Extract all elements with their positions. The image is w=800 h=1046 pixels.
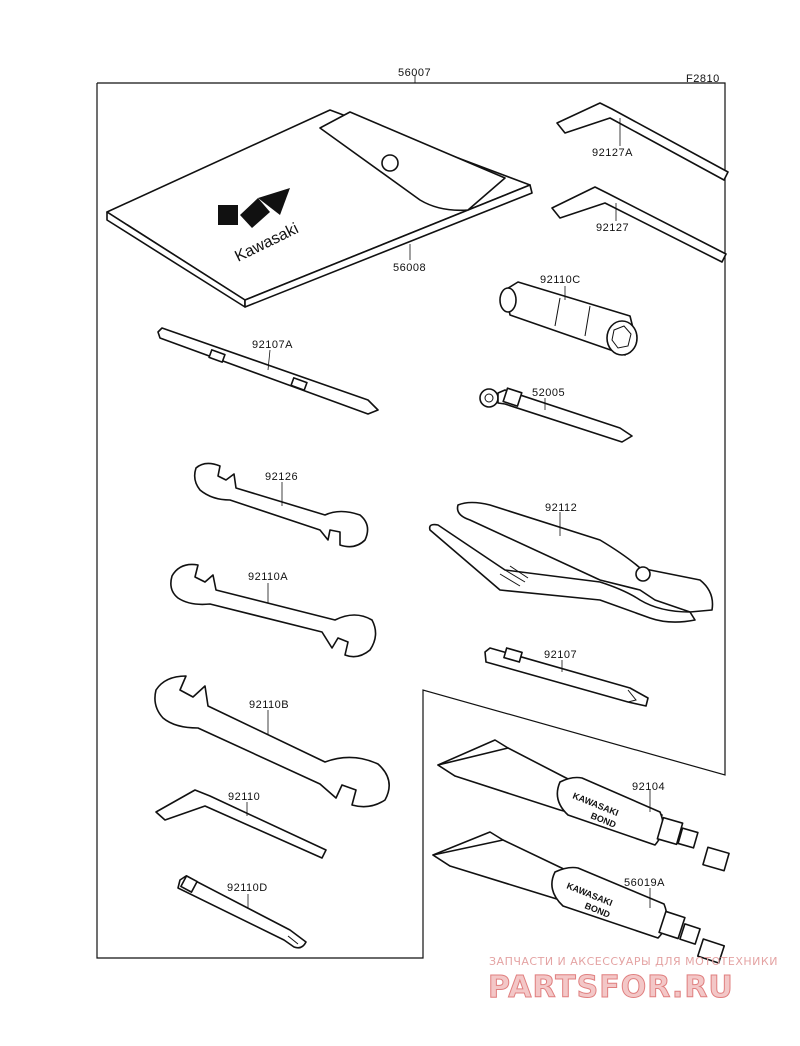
label-92110: 92110 [228, 791, 260, 803]
hex-key-92127 [551, 186, 727, 263]
label-92112: 92112 [545, 502, 577, 514]
label-56008: 56008 [393, 262, 426, 274]
bond-tube-92104: KAWASAKI BOND [437, 739, 730, 872]
watermark-logo: PARTSFOR.RU [488, 970, 734, 1005]
tool-pouch: Kawasaki [106, 109, 533, 308]
screwdriver-handle-52005 [479, 387, 633, 443]
label-92107: 92107 [544, 649, 577, 661]
wrench-92110B [154, 675, 390, 808]
label-92126: 92126 [265, 471, 298, 483]
bond-tube-56019A: KAWASAKI BOND [432, 831, 726, 964]
label-52005: 52005 [532, 387, 565, 399]
label-92107A: 92107A [252, 339, 293, 351]
figure-code: F2810 [686, 73, 720, 85]
wrench-92126 [193, 462, 369, 548]
kit-frame [96, 82, 726, 959]
pin-spanner-92110D [177, 875, 307, 949]
label-92127A: 92127A [592, 147, 633, 159]
wrench-92110A [170, 563, 377, 658]
screwdriver-92107 [484, 647, 649, 707]
watermark-tagline: ЗАПЧАСТИ И АКСЕССУАРЫ ДЛЯ МОТОТЕХНИКИ [489, 955, 778, 968]
label-92110A: 92110A [248, 571, 288, 583]
pliers-92112 [428, 501, 714, 623]
hex-key-92110 [155, 789, 327, 859]
hex-key-92127A [556, 102, 729, 181]
label-56007: 56007 [398, 67, 431, 79]
screwdriver-bit-92107A [157, 327, 379, 415]
label-92110B: 92110B [249, 699, 289, 711]
label-92110D: 92110D [227, 882, 268, 894]
label-92104: 92104 [632, 781, 665, 793]
label-56019A: 56019A [624, 877, 665, 889]
label-92110C: 92110C [540, 274, 581, 286]
box-spanner-92110C [499, 281, 638, 356]
watermark: ЗАПЧАСТИ И АКСЕССУАРЫ ДЛЯ МОТОТЕХНИКИ PA… [488, 955, 778, 1006]
label-92127: 92127 [596, 222, 629, 234]
